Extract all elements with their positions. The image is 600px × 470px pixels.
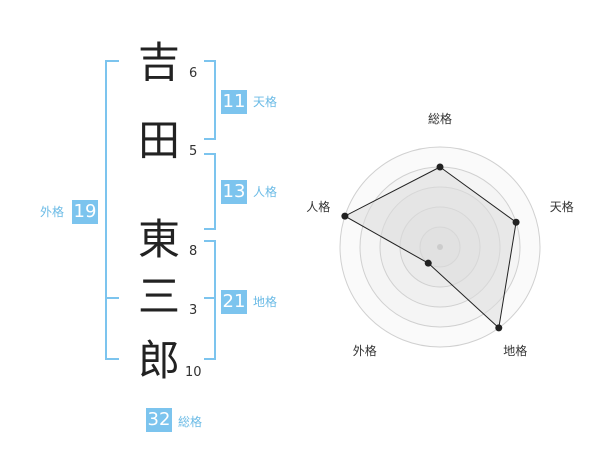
- radar-center-dot: [437, 244, 443, 250]
- chikaku-bracket-top: [204, 240, 216, 242]
- jinkaku-bracket-bottom: [204, 228, 216, 230]
- chikaku-label: 地格: [253, 295, 278, 309]
- tenkaku-bracket-vertical: [214, 60, 216, 140]
- radar-point-3: [495, 324, 503, 332]
- jinkaku-bracket-top: [204, 153, 216, 155]
- tenkaku-label: 天格: [253, 95, 278, 109]
- stroke-count-1: 6: [189, 66, 198, 81]
- radar-point-1: [436, 163, 444, 171]
- radar-point-2: [512, 218, 520, 226]
- tenkaku-value-badge: 11: [221, 90, 247, 114]
- gaikaku-value-badge: 19: [72, 200, 98, 224]
- tenkaku-bracket-top: [204, 60, 216, 62]
- gaikaku-bracket-bottom: [105, 358, 119, 360]
- radar-axis-label-1: 総格: [427, 112, 452, 126]
- gaikaku-bracket-top: [105, 60, 119, 62]
- jinkaku-value-badge: 13: [221, 180, 247, 204]
- gaikaku-bracket-tick: [105, 297, 119, 299]
- radar-axis-label-5: 人格: [306, 200, 331, 215]
- radar-axis-label-3: 地格: [503, 343, 528, 358]
- chikaku-value-badge: 21: [221, 290, 247, 314]
- radar-series-polygon: [343, 166, 517, 329]
- jinkaku-bracket-vertical: [214, 153, 216, 230]
- chikaku-bracket-vertical: [214, 240, 216, 360]
- soukaku-label: 総格: [178, 415, 203, 429]
- chikaku-bracket-bottom: [204, 358, 216, 360]
- gaikaku-label: 外格: [40, 205, 65, 219]
- radar-axis-label-2: 天格: [549, 200, 574, 215]
- name-char-3: 東: [137, 215, 180, 264]
- stroke-count-3: 8: [189, 244, 198, 259]
- name-char-1: 吉: [137, 38, 180, 87]
- stroke-count-2: 5: [189, 144, 198, 159]
- radar-point-5: [341, 212, 349, 220]
- jinkaku-label: 人格: [253, 185, 278, 199]
- tenkaku-bracket-bottom: [204, 138, 216, 140]
- radar-point-4: [424, 259, 432, 267]
- gaikaku-bracket-vertical: [105, 60, 107, 360]
- chikaku-bracket-tick: [204, 297, 216, 299]
- name-char-2: 田: [137, 116, 180, 165]
- name-char-4: 三: [137, 272, 180, 321]
- radar-axis-label-4: 外格: [352, 343, 377, 358]
- name-char-5: 郎: [137, 336, 180, 385]
- soukaku-value-badge: 32: [146, 408, 172, 432]
- stroke-count-5: 10: [185, 365, 202, 380]
- stroke-count-4: 3: [189, 303, 198, 318]
